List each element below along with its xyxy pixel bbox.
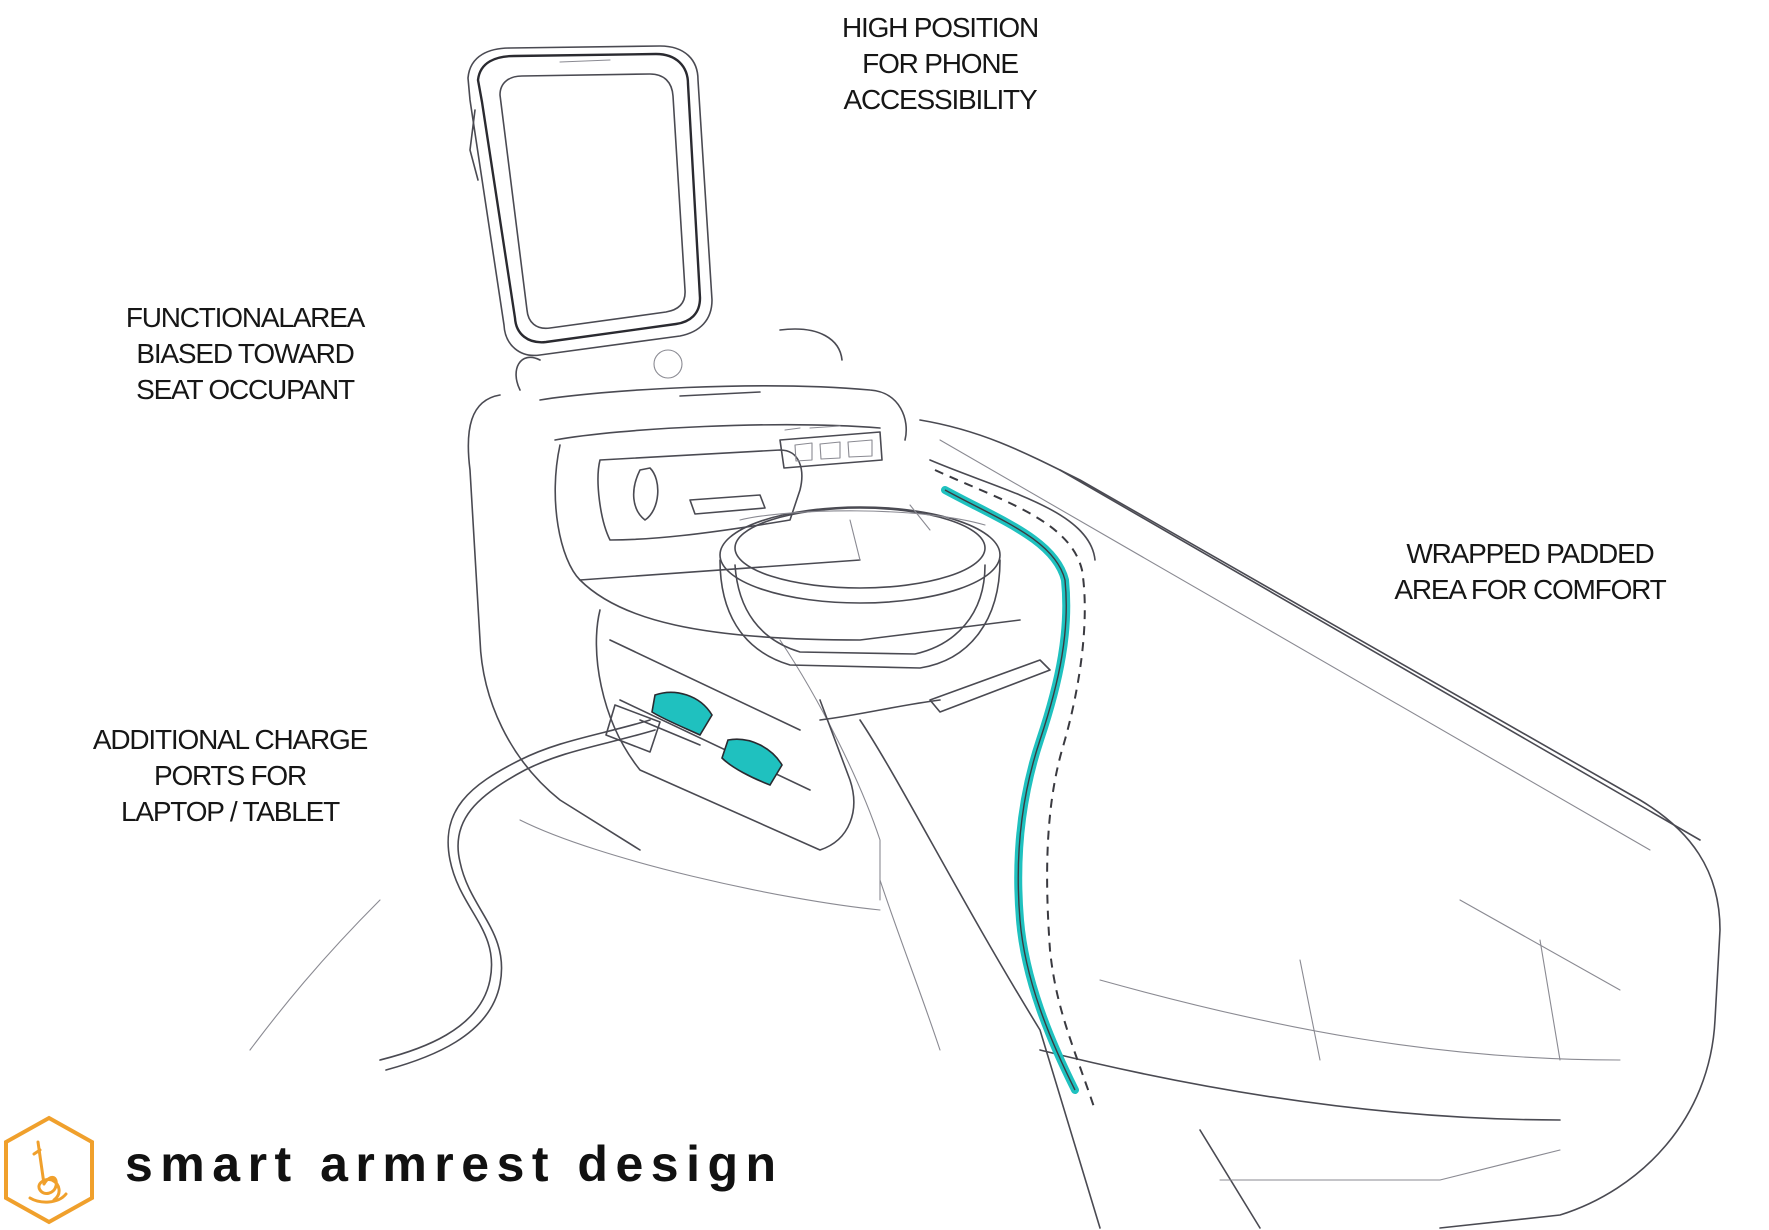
pen-hand-hexagon-icon: [4, 1115, 94, 1225]
front-module: [467, 385, 1021, 851]
annotation-phone-position: HIGH POSITION FOR PHONE ACCESSIBILITY: [842, 12, 1039, 115]
cup-holder: [719, 504, 1051, 721]
padded-wrap-stitch: [929, 459, 1096, 1111]
page-title: smart armrest design: [125, 1136, 784, 1192]
annotation-wrapped-padded: WRAPPED PADDED AREA FOR COMFORT: [1394, 538, 1666, 605]
charging-cable: [379, 704, 661, 1071]
annotation-charge-ports: ADDITIONAL CHARGE PORTS FOR LAPTOP / TAB…: [92, 724, 368, 827]
phone-illustration: [467, 45, 843, 397]
charge-ports: [639, 691, 783, 786]
annotation-functional-area: FUNCTIONALAREA BIASED TOWARD SEAT OCCUPA…: [125, 302, 366, 405]
